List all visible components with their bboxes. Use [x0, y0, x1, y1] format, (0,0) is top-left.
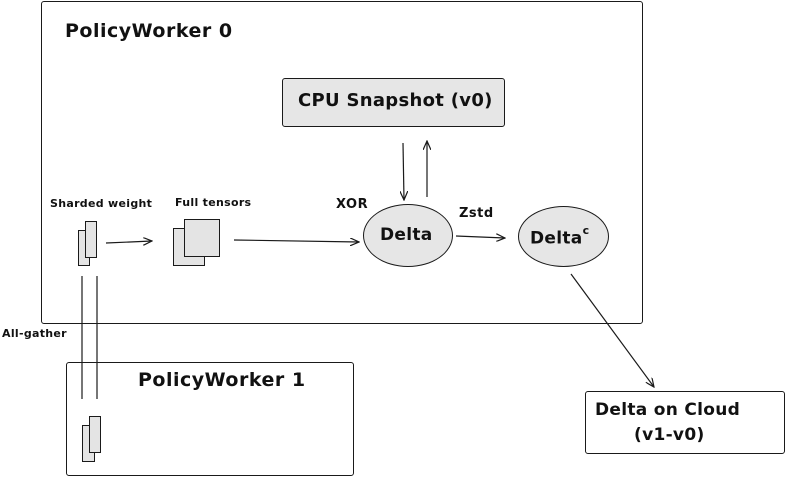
full-tensors-sheet-front: [184, 219, 220, 257]
all-gather-label: All-gather: [2, 327, 67, 340]
delta-compressed-superscript: c: [582, 224, 590, 237]
policy-worker-1-box: [66, 362, 354, 476]
delta-compressed-text: Delta: [530, 228, 583, 249]
sharded-weight-label: Sharded weight: [50, 197, 153, 210]
xor-label: XOR: [336, 197, 369, 212]
cpu-snapshot-label: CPU Snapshot (v0): [298, 90, 493, 111]
worker-1-shard-sheet-front: [89, 416, 101, 453]
delta-compressed-label: Deltac: [530, 225, 589, 249]
policy-worker-0-box: [41, 1, 643, 324]
delta-node: [363, 204, 453, 267]
delta-compressed-node: [518, 206, 609, 267]
zstd-label: Zstd: [459, 206, 494, 221]
delta-label: Delta: [380, 225, 433, 245]
delta-on-cloud-version: (v1-v0): [634, 425, 705, 445]
sharded-weight-sheet-front: [85, 221, 97, 258]
delta-on-cloud-node: [585, 391, 785, 454]
delta-on-cloud-label: Delta on Cloud: [595, 400, 741, 420]
policy-worker-1-title: PolicyWorker 1: [138, 369, 306, 391]
full-tensors-label: Full tensors: [175, 196, 252, 209]
cpu-snapshot-node: [282, 78, 505, 127]
policy-worker-0-title: PolicyWorker 0: [65, 20, 233, 42]
